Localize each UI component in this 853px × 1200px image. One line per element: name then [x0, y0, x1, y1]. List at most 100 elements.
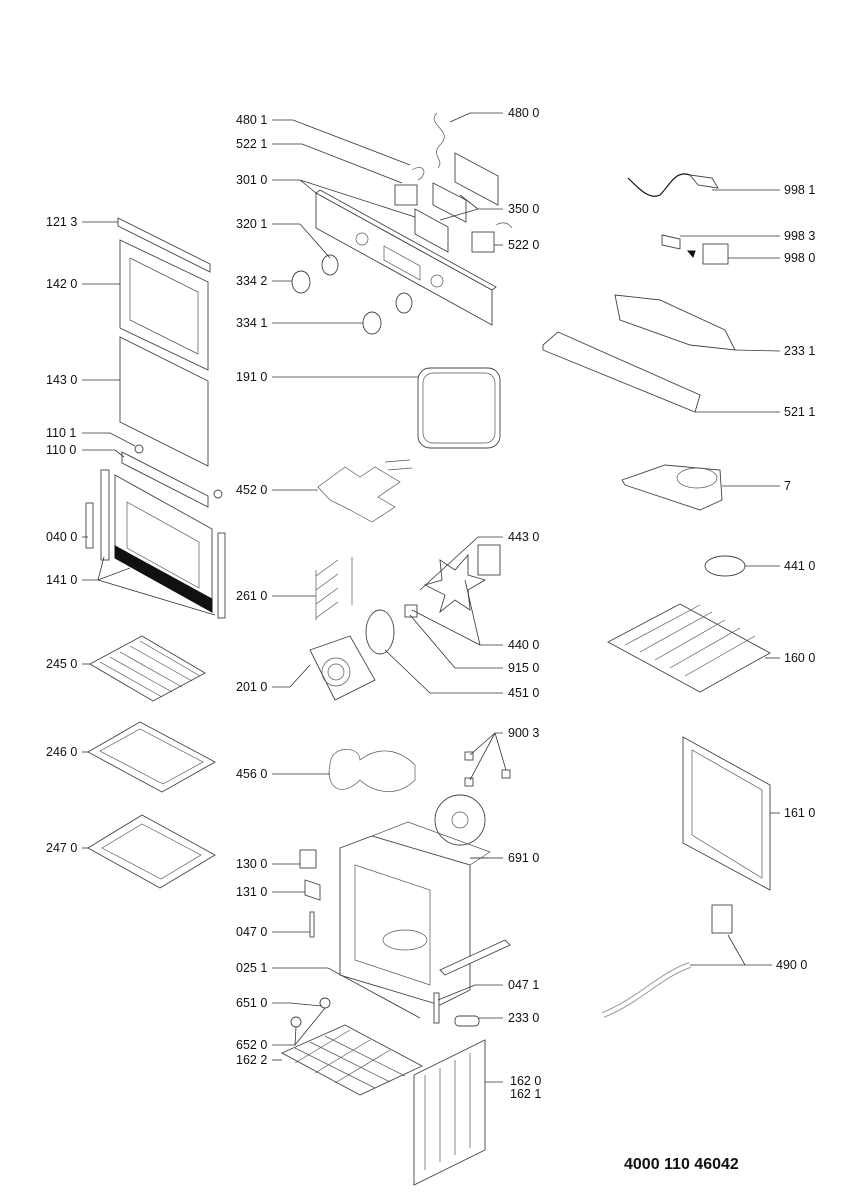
circular-heater-451 — [365, 609, 395, 655]
panel-knob-hole-left — [355, 232, 369, 246]
part-label: 162 2 — [236, 1053, 267, 1067]
door-seal-191 — [417, 367, 501, 449]
door-seal-inner — [422, 372, 496, 444]
part-label: 652 0 — [236, 1038, 267, 1052]
cable-998-1 — [627, 173, 691, 197]
terminal-block-490 — [711, 904, 733, 934]
label-998-3 — [661, 234, 681, 250]
top-cover-ribs — [624, 604, 756, 677]
switch-right — [471, 231, 495, 253]
part-label: 301 0 — [236, 173, 267, 187]
bracket-131 — [304, 879, 321, 901]
fan-cover-grill — [321, 657, 351, 687]
cavity-bottom-recess — [382, 929, 428, 951]
part-label: 191 0 — [236, 370, 267, 384]
clamp-233 — [454, 1015, 480, 1027]
part-label: 160 0 — [784, 651, 815, 665]
fan-motor-441 — [704, 555, 746, 577]
bottom-heater-456 — [328, 748, 416, 792]
fan-motor-443 — [477, 544, 501, 576]
connector-998-1 — [688, 174, 719, 189]
switch-left — [394, 184, 418, 206]
part-label: 141 0 — [46, 573, 77, 587]
door-hinge-left — [100, 469, 110, 561]
panel-display-window — [383, 245, 421, 281]
part-label: 143 0 — [46, 373, 77, 387]
door-bottom-band — [114, 545, 213, 613]
knob-334-1 — [362, 311, 382, 335]
part-label: 161 0 — [784, 806, 815, 820]
part-labels: 480 1 480 0 522 1 301 0 350 0 320 1 522 … — [46, 106, 815, 1101]
part-label: 261 0 — [236, 589, 267, 603]
part-label: 162 1 — [510, 1087, 541, 1101]
fan-cover-grill-inner — [327, 663, 345, 681]
part-label: 521 1 — [784, 405, 815, 419]
fan-blade-440 — [423, 553, 487, 614]
part-label: 121 3 — [46, 215, 77, 229]
part-label: 915 0 — [508, 661, 539, 675]
part-label: 490 0 — [776, 958, 807, 972]
part-label: 334 2 — [236, 274, 267, 288]
fan-duct-7 — [621, 464, 723, 511]
back-panel-inner — [691, 749, 763, 879]
part-label: 651 0 — [236, 996, 267, 1010]
part-label: 201 0 — [236, 680, 267, 694]
grill-rack-bars — [99, 640, 201, 698]
door-handle-bar — [121, 451, 209, 508]
part-label: 441 0 — [784, 559, 815, 573]
part-label: 247 0 — [46, 841, 77, 855]
part-label: 246 0 — [46, 745, 77, 759]
grid-rack-162-2 — [280, 1024, 424, 1096]
fan-cover-201 — [309, 635, 376, 701]
part-label: 998 3 — [784, 229, 815, 243]
rear-plate-center — [451, 811, 469, 829]
control-board-521 — [542, 331, 701, 413]
side-grid-bars — [424, 1053, 471, 1170]
part-label: 691 0 — [508, 851, 539, 865]
top-heater-terminals — [384, 459, 413, 471]
part-label: 451 0 — [508, 686, 539, 700]
grid-rack-bars — [294, 1029, 406, 1089]
wire-522 — [495, 222, 513, 229]
part-label: 7 — [784, 479, 791, 493]
rear-plate-panel — [434, 794, 486, 846]
part-label: 130 0 — [236, 857, 267, 871]
part-label: 480 0 — [508, 106, 539, 120]
lamp-cover-652 — [290, 1016, 302, 1028]
baking-tray-246 — [87, 721, 216, 793]
knob-334-2 — [291, 270, 311, 294]
part-label: 047 0 — [236, 925, 267, 939]
display-bracket — [454, 152, 499, 206]
door-hinge-040 — [85, 502, 94, 549]
part-label: 998 1 — [784, 183, 815, 197]
support-bracket-233-1 — [614, 294, 736, 351]
part-label: 110 1 — [46, 426, 76, 440]
part-label: 233 0 — [508, 1011, 539, 1025]
part-label: 162 0 — [510, 1074, 541, 1088]
part-label: 320 1 — [236, 217, 267, 231]
oven-cavity-group — [280, 821, 511, 1186]
knob-adapter-334-1 — [395, 292, 413, 314]
door-hinge-right — [217, 532, 226, 619]
grill-rack-245 — [89, 635, 206, 702]
panel-knob-hole-right — [430, 274, 444, 288]
door-top-trim — [117, 217, 211, 273]
part-label: 142 0 — [46, 277, 77, 291]
leader-lines — [82, 112, 781, 1083]
knob-adapter-320-1 — [321, 254, 339, 276]
part-label: 998 0 — [784, 251, 815, 265]
part-label: 047 1 — [508, 978, 539, 992]
door-middle-glass — [119, 336, 209, 467]
part-label: 131 0 — [236, 885, 267, 899]
part-label: 480 1 — [236, 113, 267, 127]
door-glass-window — [129, 257, 199, 355]
part-label: 900 3 — [508, 726, 539, 740]
fan-duct-ring — [676, 467, 718, 489]
top-heater-452 — [317, 466, 401, 523]
door-lock-130 — [299, 849, 317, 869]
part-label: 334 1 — [236, 316, 267, 330]
control-panel-edge — [315, 189, 497, 291]
control-panel-group — [291, 112, 513, 335]
clips-900-3 — [464, 751, 511, 787]
